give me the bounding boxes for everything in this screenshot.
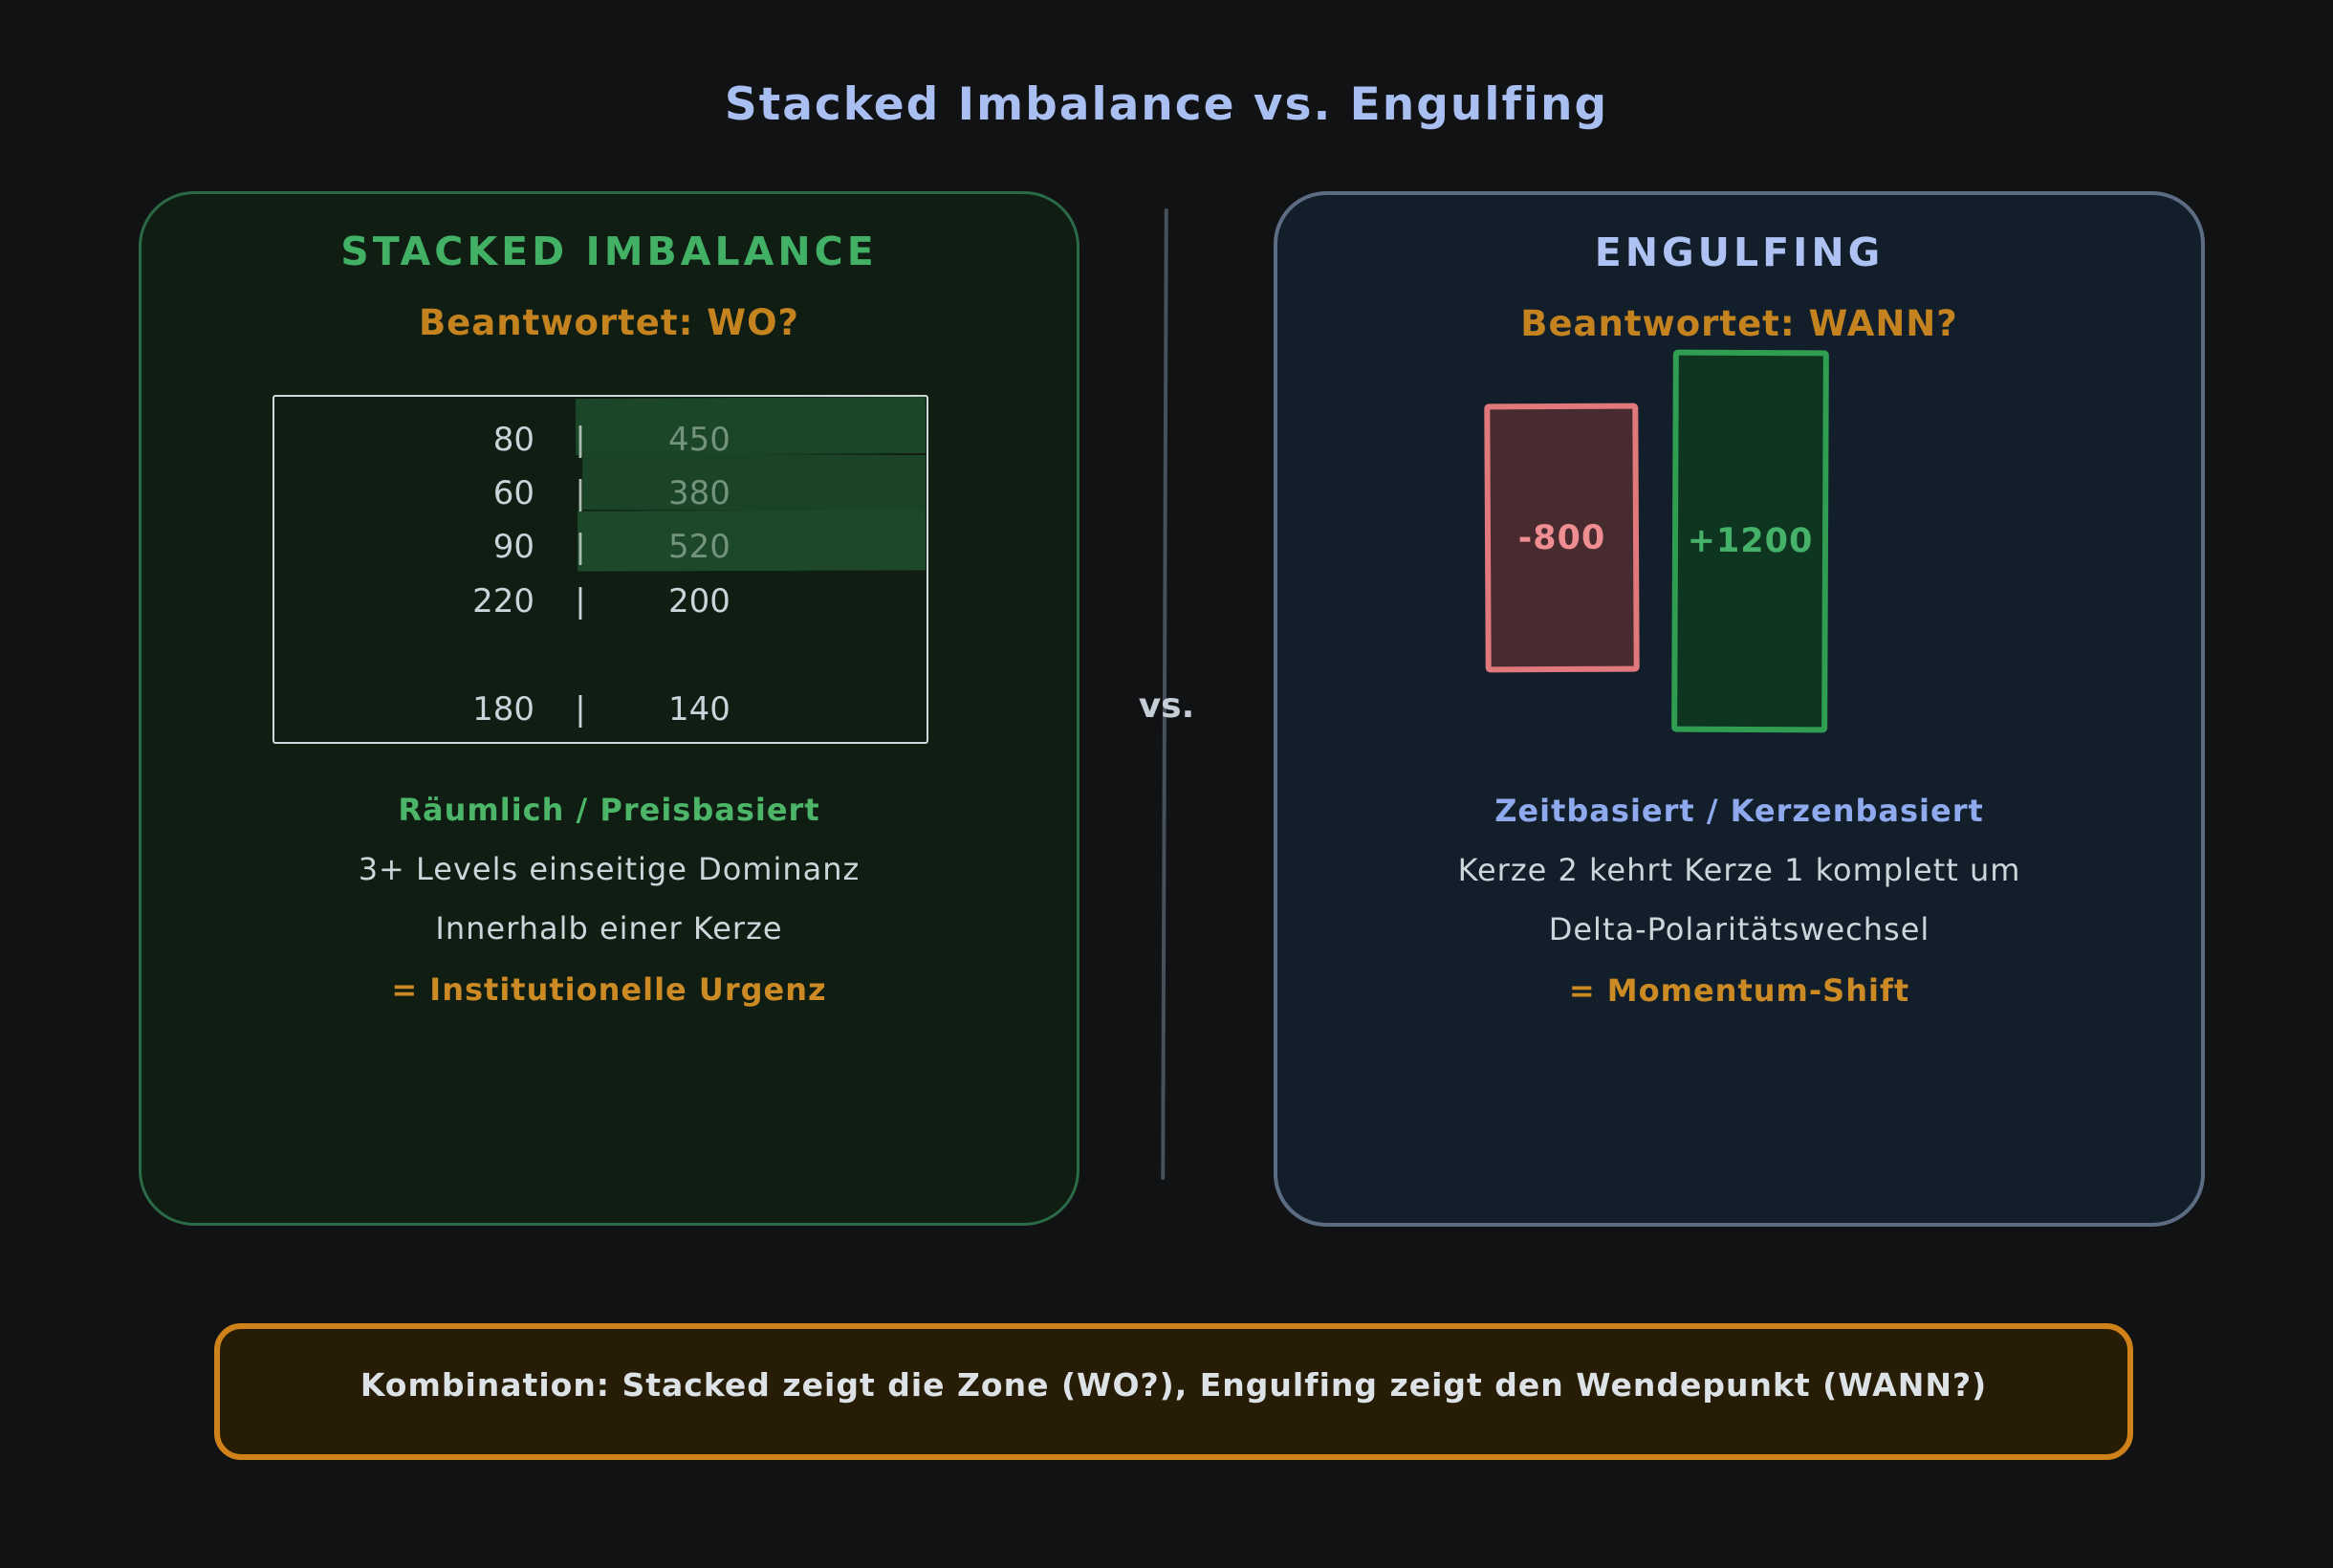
column-separator: | (575, 474, 586, 512)
table-row: 220 | 200 (274, 578, 927, 624)
column-separator: | (575, 528, 586, 566)
bid-value: 90 (492, 528, 534, 566)
table-row: 90 | 520 (274, 524, 927, 570)
stacked-point-conclusion: = Institutionelle Urgenz (391, 971, 827, 1008)
stacked-imbalance-panel: STACKED IMBALANCE Beantwortet: WO? 80 | … (139, 191, 1079, 1226)
bid-value: 80 (492, 421, 534, 459)
bearish-candle: -800 (1484, 403, 1640, 673)
engulfing-point-conclusion: = Momentum-Shift (1568, 972, 1910, 1009)
table-row: 180 | 140 (274, 686, 927, 732)
bid-value: 60 (492, 474, 534, 512)
vs-label: vs. (1138, 686, 1195, 726)
page-title: Stacked Imbalance vs. Engulfing (724, 78, 1609, 131)
bullish-candle: +1200 (1671, 349, 1829, 733)
engulfing-heading: ENGULFING (1594, 229, 1885, 275)
engulfing-point-delta: Delta-Polaritätswechsel (1548, 911, 1930, 947)
engulfing-point-timebased: Zeitbasiert / Kerzenbasiert (1494, 793, 1984, 829)
ask-value: 380 (668, 474, 730, 512)
bid-value: 180 (472, 690, 534, 729)
ask-value: 200 (668, 582, 730, 621)
ask-value: 140 (668, 690, 730, 729)
table-row: 60 | 380 (274, 470, 927, 516)
ask-value: 450 (668, 421, 730, 459)
engulfing-panel: ENGULFING Beantwortet: WANN? -800 +1200 … (1274, 191, 2205, 1227)
footprint-table: 80 | 450 60 | 380 90 | 520 220 | 200 180 (273, 395, 928, 744)
stacked-point-spatial: Räumlich / Preisbasiert (398, 792, 820, 828)
stacked-point-candle: Innerhalb einer Kerze (435, 910, 783, 947)
engulfing-point-reversal: Kerze 2 kehrt Kerze 1 komplett um (1457, 852, 2021, 888)
stacked-imbalance-heading: STACKED IMBALANCE (340, 229, 878, 274)
combination-banner: Kombination: Stacked zeigt die Zone (WO?… (214, 1323, 2133, 1460)
engulfing-subheading: Beantwortet: WANN? (1520, 303, 1958, 344)
bid-value: 220 (472, 582, 534, 621)
column-separator: | (575, 421, 586, 459)
bullish-candle-delta: +1200 (1687, 521, 1814, 561)
column-separator: | (575, 690, 586, 729)
stacked-point-levels: 3+ Levels einseitige Dominanz (358, 851, 861, 887)
combination-banner-text: Kombination: Stacked zeigt die Zone (WO?… (360, 1366, 1988, 1404)
ask-value: 520 (668, 528, 730, 566)
table-row: 80 | 450 (274, 417, 927, 463)
stacked-imbalance-subheading: Beantwortet: WO? (418, 302, 799, 343)
bearish-candle-delta: -800 (1517, 518, 1606, 557)
column-separator: | (575, 582, 586, 621)
